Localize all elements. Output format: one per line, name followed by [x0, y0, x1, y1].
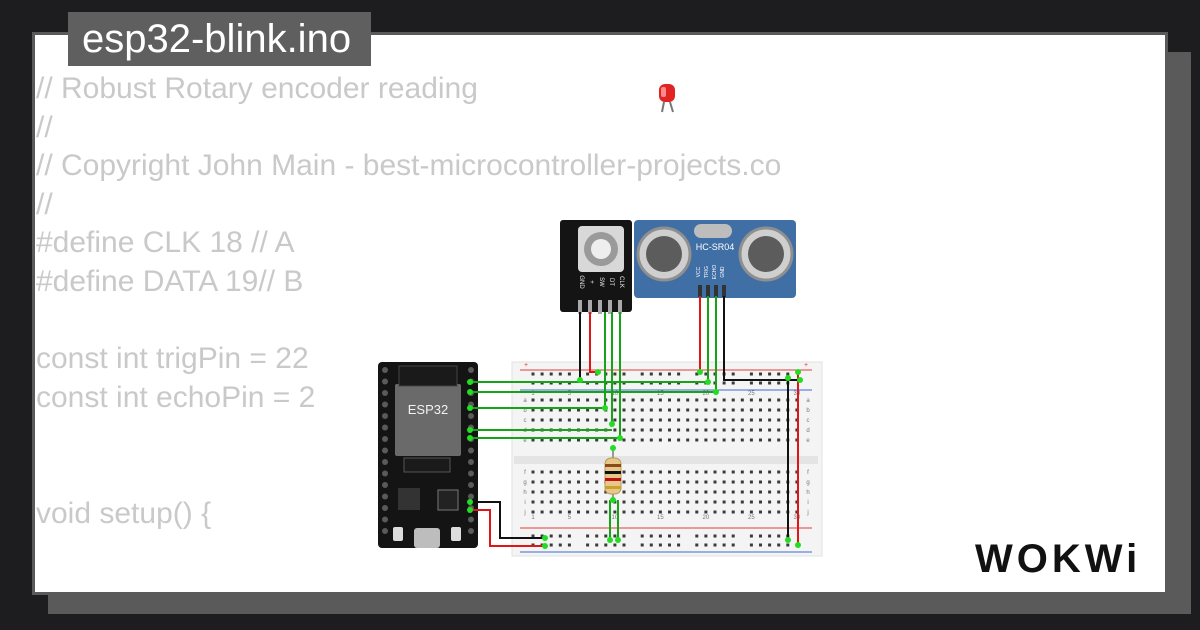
breadboard-row-label: h: [523, 490, 526, 496]
rotary-encoder[interactable]: GND + SW DT CLK: [560, 220, 632, 314]
esp32-module-shield: [395, 384, 461, 456]
code-preview: // Robust Rotary encoder reading // // Cop…: [36, 70, 781, 533]
encoder-pin-label: GND: [578, 275, 584, 289]
code-line: #define DATA 19// B: [36, 264, 304, 298]
breadboard-row-label: j: [806, 510, 808, 516]
breadboard-row-label: a: [523, 398, 527, 404]
en-button[interactable]: [451, 527, 461, 541]
sensor-pin-label: VCC: [696, 266, 702, 277]
sensor-pin-label: TRIG: [704, 266, 710, 278]
breadboard-row-label: c: [807, 418, 810, 424]
encoder-pin-label: DT: [608, 278, 614, 286]
breadboard-row-label: e: [806, 438, 810, 444]
breadboard-column-number: 20: [703, 515, 710, 521]
breadboard-row-label: i: [524, 500, 525, 506]
code-line: void setup() {: [36, 496, 212, 530]
esp32-label: ESP32: [408, 402, 448, 417]
code-line: const int echoPin = 2: [36, 380, 316, 414]
led-icon[interactable]: [659, 84, 675, 113]
encoder-pin-label: CLK: [618, 276, 624, 288]
sensor-pin-label: GND: [720, 266, 726, 278]
encoder-pin-label: SW: [598, 277, 604, 287]
code-line: //: [36, 110, 53, 144]
usb-port: [414, 528, 440, 548]
breadboard-column-number: 20: [703, 391, 710, 397]
breadboard-row-label: g: [523, 480, 526, 486]
code-line: // Robust Rotary encoder reading: [36, 72, 478, 105]
rail-plus-mark: +: [524, 362, 528, 369]
breadboard-row-label: f: [524, 470, 526, 476]
breadboard-row-label: e: [523, 438, 527, 444]
code-line: //: [36, 187, 53, 221]
breadboard-row-label: a: [806, 398, 810, 404]
connection-dots: [467, 369, 803, 549]
wokwi-logo[interactable]: WOKWi: [975, 534, 1150, 584]
rail-plus-mark: +: [804, 362, 808, 369]
breadboard-column-number: 15: [657, 391, 664, 397]
breadboard-column-number: 10: [612, 515, 619, 521]
breadboard-column-number: 5: [568, 515, 572, 521]
breadboard-column-number: 1: [531, 391, 535, 397]
code-line: #define CLK 18 // A: [36, 226, 295, 260]
breadboard-column-number: 10: [612, 391, 619, 397]
wokwi-logo-text: WOKWi: [975, 537, 1142, 581]
resistor-icon[interactable]: [604, 448, 622, 500]
sensor-pin-label: ECHO: [712, 265, 718, 280]
breadboard-column-number: 25: [748, 515, 755, 521]
esp32-pin-headers: [382, 367, 474, 534]
breadboard-row-label: i: [807, 500, 808, 506]
breadboard-row-label: b: [523, 408, 527, 414]
project-title[interactable]: esp32-blink.ino: [68, 12, 372, 66]
breadboard-column-number: 5: [568, 391, 572, 397]
code-line: // Copyright John Main - best-microcontr…: [36, 149, 782, 183]
boot-button[interactable]: [393, 527, 403, 541]
breadboard-row-label: c: [524, 418, 527, 424]
breadboard-column-number: 25: [748, 391, 755, 397]
breadboard-row-label: f: [807, 470, 809, 476]
breadboard-holes: [531, 372, 799, 547]
breadboard-row-label: h: [806, 490, 809, 496]
breadboard-row-label: d: [806, 428, 809, 434]
sensor-label: HC-SR04: [696, 242, 735, 252]
code-line: const int trigPin = 22: [36, 342, 309, 376]
breadboard-column-number: 15: [657, 515, 664, 521]
breadboard-row-label: g: [806, 480, 809, 486]
esp32-board[interactable]: ESP32: [378, 362, 478, 548]
encoder-pin-label: +: [588, 280, 594, 284]
wires: [470, 296, 800, 547]
breadboard-column-number: 1: [531, 515, 535, 521]
breadboard-row-label: b: [806, 408, 810, 414]
encoder-pins: GND + SW DT CLK: [578, 275, 624, 314]
breadboard-row-label: j: [523, 510, 525, 516]
